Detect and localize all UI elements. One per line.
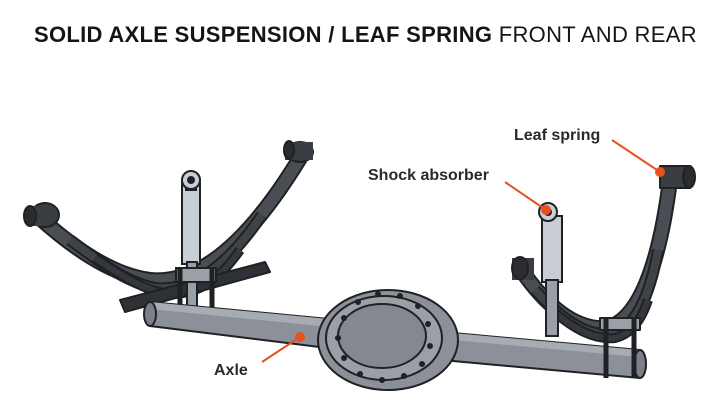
callout-leaf-spring: Leaf spring (514, 127, 665, 177)
label-leaf-spring: Leaf spring (514, 127, 600, 144)
label-shock-absorber: Shock absorber (368, 167, 489, 184)
diagram-title: SOLID AXLE SUSPENSION / LEAF SPRING FRON… (34, 22, 697, 48)
label-axle: Axle (214, 362, 248, 379)
title-light: FRONT AND REAR (498, 22, 697, 47)
axle-housing (143, 289, 647, 391)
right-shock-absorber (538, 202, 563, 337)
title-bold: SOLID AXLE SUSPENSION / LEAF SPRING (34, 22, 493, 47)
left-shock-absorber (181, 170, 205, 325)
callout-axle: Axle (214, 332, 305, 379)
callout-shock-absorber: Shock absorber (368, 167, 551, 215)
left-leaf-spring (23, 140, 314, 313)
